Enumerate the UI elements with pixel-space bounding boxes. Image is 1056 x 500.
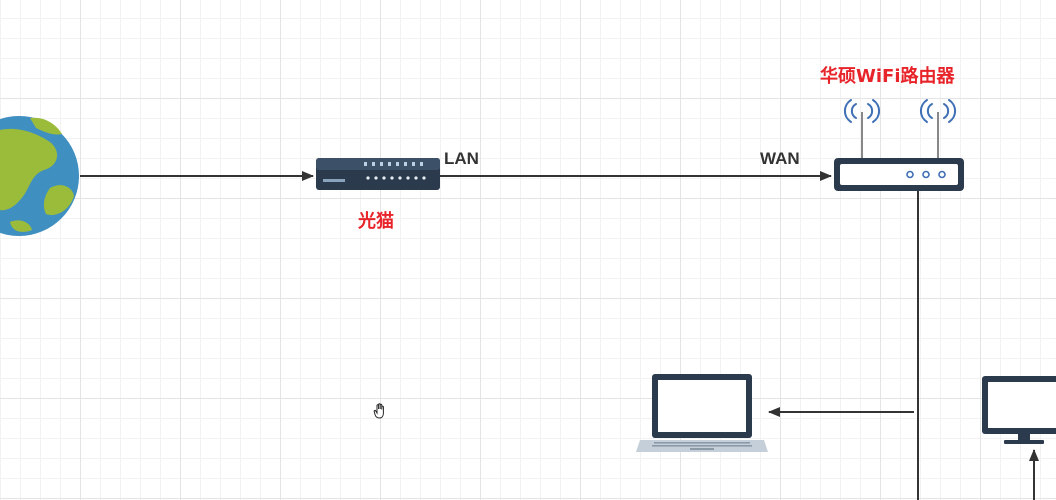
router-label: 华硕WiFi路由器 [820, 66, 955, 87]
laptop-icon[interactable] [636, 374, 768, 452]
wan-port-label: WAN [760, 149, 800, 168]
wifi-signal-icon [844, 99, 956, 123]
router-icon[interactable] [834, 99, 964, 191]
lan-port-label: LAN [444, 149, 479, 168]
modem-label: 光猫 [358, 211, 394, 232]
globe-icon[interactable] [0, 116, 79, 236]
hand-cursor-icon [373, 403, 384, 419]
modem-icon[interactable] [316, 158, 440, 190]
monitor-icon[interactable] [982, 376, 1056, 444]
